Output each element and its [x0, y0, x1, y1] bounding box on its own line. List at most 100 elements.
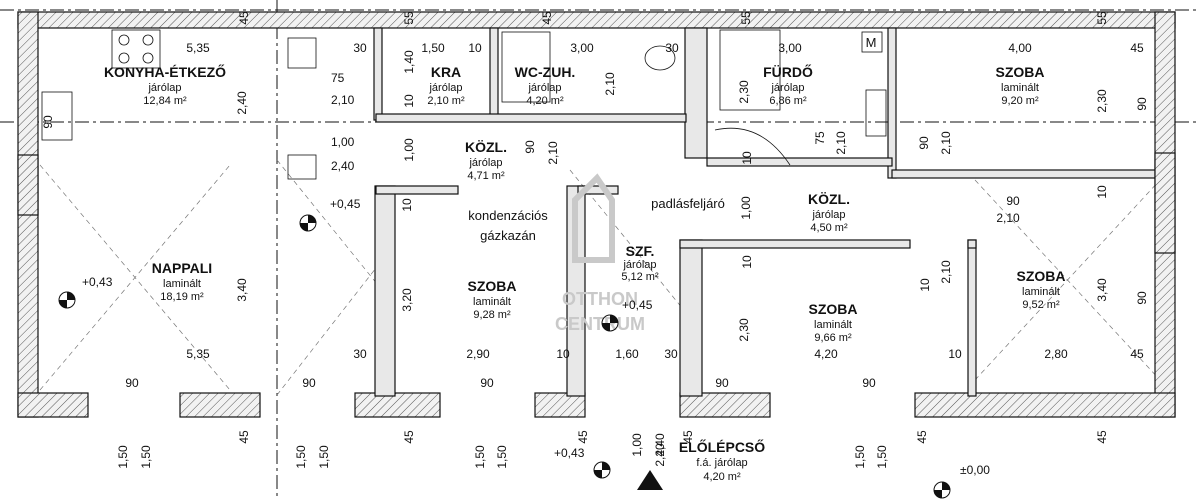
dim-label: 5,35	[186, 41, 210, 55]
dim-label: 45	[237, 430, 251, 444]
room-floor-kra: járólap	[428, 82, 462, 94]
dim-label: 90	[1135, 97, 1149, 111]
dim-label: 2,40	[331, 159, 355, 173]
room-area-furdo: 6,86 m²	[769, 95, 807, 107]
dim-label: 90	[480, 376, 494, 390]
room-floor-wc: járólap	[527, 82, 561, 94]
room-area-wc: 4,20 m²	[526, 95, 564, 107]
room-name-furdo: FÜRDŐ	[763, 63, 813, 80]
level-marker-icon	[58, 214, 951, 499]
room-floor-szoba-se: laminált	[1022, 286, 1060, 298]
dim-label: 1,50	[853, 445, 867, 469]
dim-label: 2,30	[737, 318, 751, 342]
dims-top: 5,35 30 1,50 10 3,00 30 3,00 4,00 45	[186, 41, 1144, 55]
dims-mid: 5,35 30 2,90 10 1,60 30 4,20 10 2,80 45	[186, 347, 1144, 361]
dim-label: 10	[918, 278, 932, 292]
dim-label: 10	[948, 347, 962, 361]
note-kondenz2: gázkazán	[480, 228, 536, 243]
room-area-szoba-sc: 9,66 m²	[814, 332, 852, 344]
dim-label: 45	[1095, 430, 1109, 444]
room-name-konyha: KONYHA-ÉTKEZŐ	[104, 63, 226, 80]
room-name-nappali: NAPPALI	[152, 260, 212, 276]
dim-label: 2,80	[1044, 347, 1068, 361]
fixtures	[41, 29, 887, 180]
note-meter: M	[866, 35, 877, 50]
dim-label: 2,40	[653, 443, 667, 467]
dim-label: 1,50	[139, 445, 153, 469]
dim-label: 75	[331, 71, 345, 85]
dim-label: 10	[468, 41, 482, 55]
room-floor-szoba-mid: laminált	[473, 296, 511, 308]
ceiling-lines	[39, 159, 1161, 396]
entrance-arrow-icon	[637, 470, 663, 490]
dim-label: 1,50	[875, 445, 889, 469]
dim-label: 55	[739, 11, 753, 25]
level-hall: +0,45	[330, 197, 361, 211]
watermark-line2: CENTRUM	[555, 314, 645, 334]
dim-label: 45	[915, 430, 929, 444]
dim-label: 30	[353, 347, 367, 361]
watermark-line1: OTTHON	[562, 289, 638, 309]
watermark: OTTHON CENTRUM	[555, 173, 645, 334]
dim-label: 10	[400, 198, 414, 212]
dim-label: 45	[681, 430, 695, 444]
dim-label: 10	[402, 94, 416, 108]
room-area-szf: 5,12 m²	[621, 271, 659, 283]
room-floor-szf: járólap	[622, 259, 656, 271]
dim-label: 1,00	[402, 138, 416, 162]
dim-label: 3,40	[235, 278, 249, 302]
dim-label: 3,20	[400, 288, 414, 312]
level-nappali: +0,43	[82, 275, 113, 289]
dim-label: 2,10	[331, 93, 355, 107]
dim-label: 1,50	[317, 445, 331, 469]
dim-label: 3,00	[570, 41, 594, 55]
dim-label: 2,30	[737, 80, 751, 104]
room-name-kozl1: KÖZL.	[465, 139, 507, 155]
room-area-konyha: 12,84 m²	[143, 95, 187, 107]
dim-label: 2,10	[546, 141, 560, 165]
room-floor-konyha: járólap	[147, 82, 181, 94]
dim-label: 1,40	[402, 50, 416, 74]
dim-label: 45	[1130, 41, 1144, 55]
dim-label: 30	[665, 41, 679, 55]
room-name-szoba-mid: SZOBA	[468, 278, 517, 294]
room-area-kozl2: 4,50 m²	[810, 222, 848, 234]
note-kondenz1: kondenzációs	[468, 208, 548, 223]
room-floor-furdo: járólap	[770, 82, 804, 94]
dim-label: 10	[740, 151, 754, 165]
room-name-eloleposo: ELŐLÉPCSŐ	[679, 438, 765, 455]
dim-label: 75	[813, 131, 827, 145]
dim-label: 1,50	[421, 41, 445, 55]
dim-label: 90	[1135, 291, 1149, 305]
room-name-szf: SZF.	[626, 243, 655, 259]
level-szf: +0,45	[622, 298, 653, 312]
dim-label: 90	[862, 376, 876, 390]
dim-label: 45	[540, 11, 554, 25]
plan-notes: kondenzációs gázkazán padlásfeljáró M	[468, 35, 876, 243]
room-name-szoba-sc: SZOBA	[809, 301, 858, 317]
dim-label: 2,10	[939, 131, 953, 155]
dim-label: 90	[715, 376, 729, 390]
dim-label: 1,50	[495, 445, 509, 469]
dim-label: 2,40	[653, 433, 667, 457]
dim-label: 4,20	[814, 347, 838, 361]
room-floor-kozl1: járólap	[468, 157, 502, 169]
dim-label: 2,30	[1095, 89, 1109, 113]
dim-label: 1,60	[615, 347, 639, 361]
dim-label: 2,10	[939, 260, 953, 284]
level-ground: ±0,00	[960, 463, 990, 477]
dim-label: 30	[664, 347, 678, 361]
dim-label: 30	[353, 41, 367, 55]
dim-label: 3,00	[778, 41, 802, 55]
room-area-szoba-mid: 9,28 m²	[473, 309, 511, 321]
room-area-szoba-ne: 9,20 m²	[1001, 95, 1039, 107]
dim-label: 45	[1130, 347, 1144, 361]
room-labels: KONYHA-ÉTKEZŐ járólap 12,84 m² KRA járól…	[104, 63, 1066, 483]
dim-label: 10	[1095, 185, 1109, 199]
dim-label: 1,50	[294, 445, 308, 469]
room-area-nappali: 18,19 m²	[160, 291, 204, 303]
room-floor-szoba-sc: laminált	[814, 319, 852, 331]
room-area-kozl1: 4,71 m²	[467, 170, 505, 182]
room-area-szoba-se: 9,52 m²	[1022, 299, 1060, 311]
